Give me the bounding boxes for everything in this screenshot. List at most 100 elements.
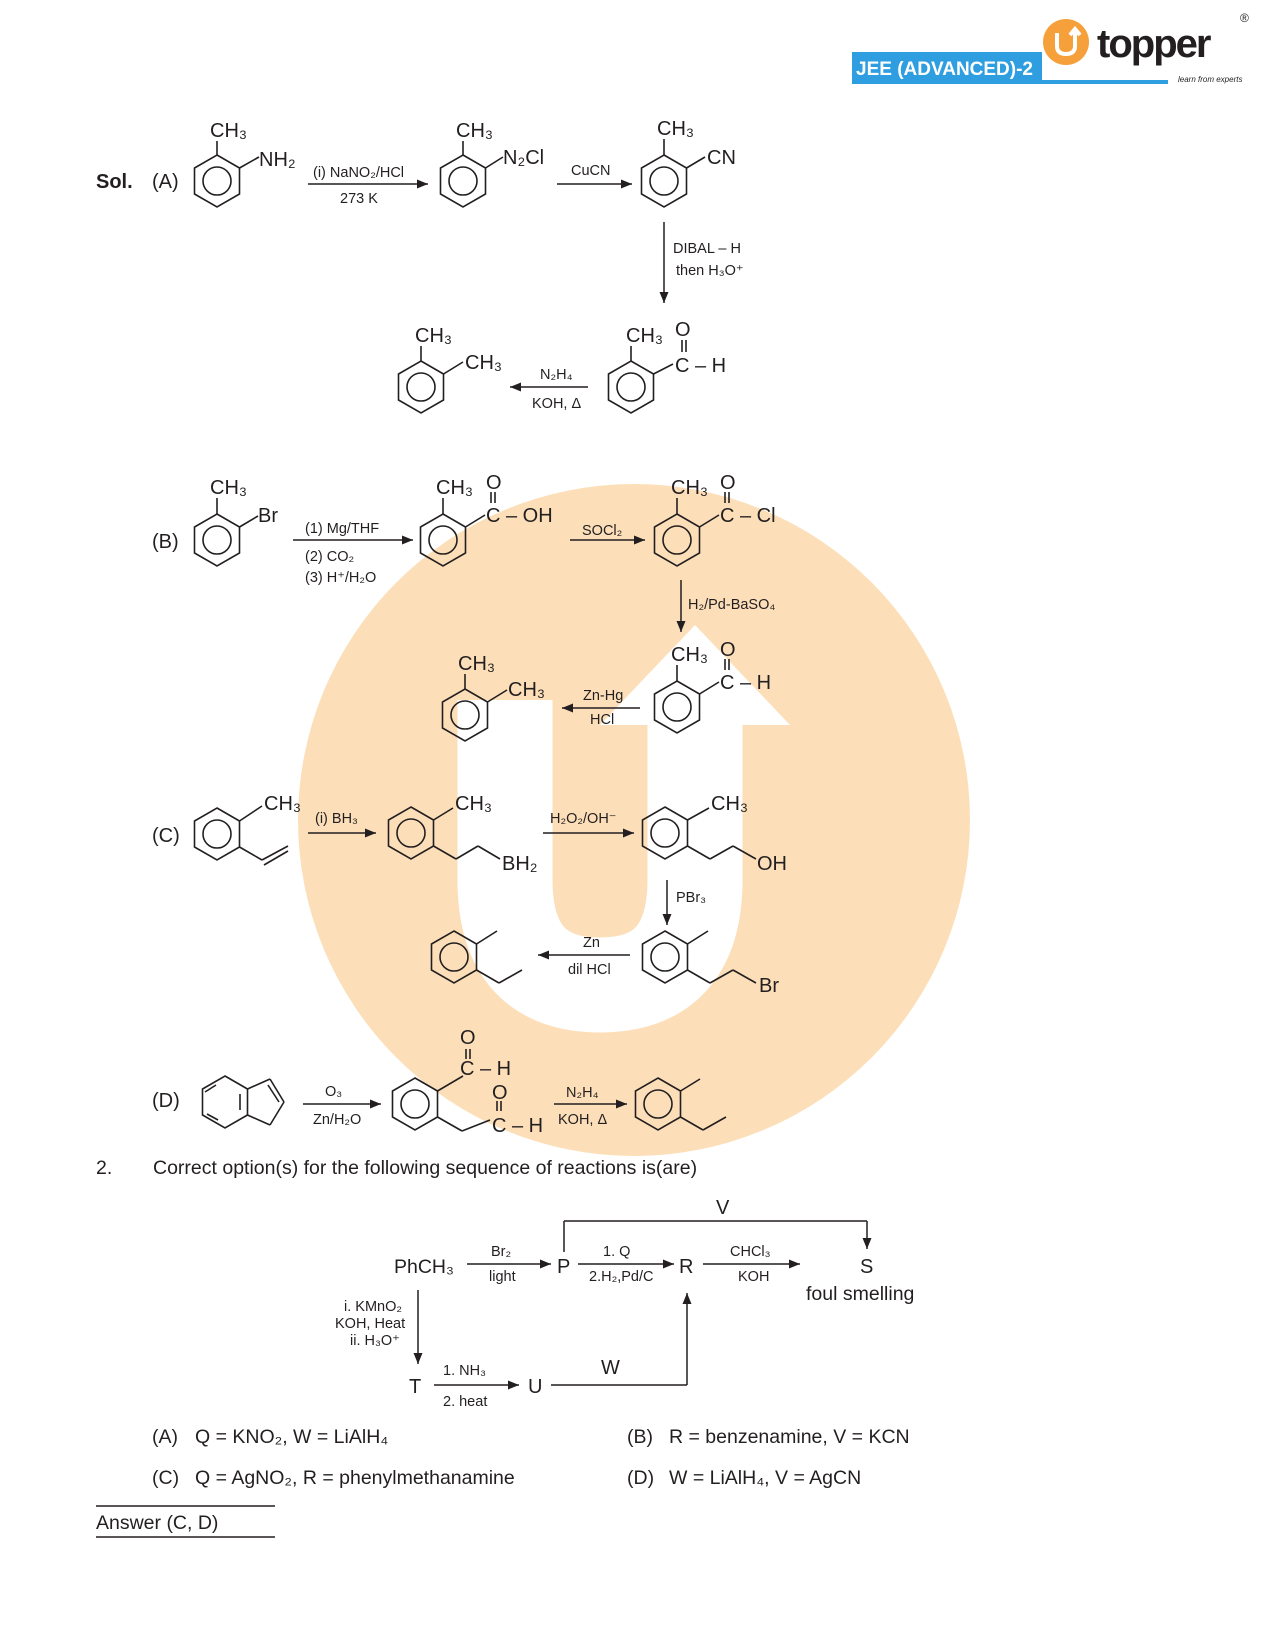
a-reagent-1-bottom: 273 K bbox=[340, 191, 378, 207]
watermark-logo bbox=[298, 484, 970, 1156]
c-reagent-2: H₂O₂/OH⁻ bbox=[550, 811, 616, 827]
bond bbox=[247, 1078, 271, 1090]
b-ch3-4: CH₃ bbox=[671, 644, 708, 666]
bond bbox=[687, 930, 709, 945]
bond bbox=[239, 846, 263, 861]
aromatic-circle bbox=[448, 166, 478, 196]
logo-icon bbox=[1043, 19, 1089, 65]
benzene-ring bbox=[193, 807, 241, 861]
scheme-q: 1. Q bbox=[603, 1244, 630, 1260]
bond bbox=[653, 363, 674, 375]
bond bbox=[269, 1078, 285, 1103]
arrow-head bbox=[663, 1259, 674, 1269]
arrow-head bbox=[365, 828, 376, 838]
scheme-koh-heat: KOH, Heat bbox=[335, 1316, 405, 1332]
scheme-br2: Br₂ bbox=[491, 1244, 511, 1260]
benzene-ring bbox=[640, 154, 688, 208]
bond bbox=[239, 156, 260, 169]
bond bbox=[443, 361, 464, 375]
c-ch3-2: CH₃ bbox=[455, 793, 492, 815]
bond bbox=[263, 850, 289, 866]
answer-text: Answer (C, D) bbox=[96, 1512, 218, 1534]
a-ch3-4: CH₃ bbox=[626, 325, 663, 347]
scheme-light: light bbox=[489, 1269, 516, 1285]
bond bbox=[709, 969, 734, 984]
a-n2cl: N₂Cl bbox=[503, 147, 544, 169]
aromatic-circle bbox=[202, 819, 232, 849]
aromatic-circle bbox=[396, 818, 426, 848]
logo-tagline: learn from experts bbox=[1178, 75, 1242, 84]
scheme-r: R bbox=[679, 1256, 693, 1278]
d-o-2: O bbox=[492, 1082, 508, 1104]
arrow-head bbox=[662, 914, 672, 925]
aromatic-circle bbox=[662, 525, 692, 555]
option-a-label: (A) bbox=[152, 1426, 178, 1448]
bond bbox=[709, 845, 734, 860]
question-text: Correct option(s) for the following sequ… bbox=[153, 1157, 697, 1179]
reaction-scheme: PhCH₃ Br₂ light P 1. Q 2.H₂,Pd/C R CHCl₃… bbox=[335, 1197, 914, 1410]
arrow-head bbox=[510, 382, 521, 392]
a-ch3-6: CH₃ bbox=[465, 352, 502, 374]
arrow-head bbox=[634, 535, 645, 545]
c-ch3-1: CH₃ bbox=[264, 793, 301, 815]
arrow-head bbox=[417, 179, 428, 189]
arrow-head bbox=[413, 1353, 423, 1364]
benzene-ring bbox=[439, 154, 487, 208]
arrow-head bbox=[659, 292, 669, 303]
bond bbox=[204, 1084, 217, 1093]
bond bbox=[437, 1075, 464, 1092]
benzene-ring bbox=[193, 154, 241, 208]
option-a-text: Q = KNO₂, W = LiAlH₄ bbox=[195, 1426, 388, 1448]
b-ch3-1: CH₃ bbox=[210, 477, 247, 499]
c-reagent-1: (i) BH₃ bbox=[315, 811, 358, 827]
b-o-2: O bbox=[720, 472, 736, 494]
arrow-head bbox=[623, 828, 634, 838]
aromatic-circle bbox=[400, 1089, 430, 1119]
arrow-head bbox=[616, 1099, 627, 1109]
reaction-arrows bbox=[293, 179, 872, 1390]
a-ch3-3: CH₃ bbox=[657, 118, 694, 140]
d-reagent-2-top: N₂H₄ bbox=[566, 1085, 599, 1101]
scheme-w: W bbox=[601, 1357, 620, 1379]
a-reagent-4-top: N₂H₄ bbox=[540, 367, 573, 383]
aromatic-circle bbox=[202, 525, 232, 555]
chemical-structures bbox=[193, 139, 757, 1132]
scheme-h2: 2.H₂,Pd/C bbox=[589, 1269, 653, 1285]
b-cocl: C – Cl bbox=[720, 505, 776, 527]
bond bbox=[732, 845, 757, 860]
b-ch3-3: CH₃ bbox=[671, 477, 708, 499]
scheme-u: U bbox=[528, 1376, 542, 1398]
arrow-head bbox=[402, 535, 413, 545]
c-br: Br bbox=[759, 975, 779, 997]
a-reagent-3-bottom: then H₃O⁺ bbox=[676, 263, 744, 279]
scheme-v: V bbox=[716, 1197, 730, 1219]
scheme-t: T bbox=[409, 1376, 421, 1398]
bond bbox=[498, 969, 523, 984]
b-aldehyde: C – H bbox=[720, 672, 771, 694]
bond bbox=[433, 807, 454, 821]
bond bbox=[461, 1119, 491, 1132]
b-reagent-1-3: (3) H⁺/H₂O bbox=[305, 570, 376, 586]
b-o-3: O bbox=[720, 639, 736, 661]
bond bbox=[239, 515, 259, 528]
bond bbox=[437, 1116, 463, 1132]
bond bbox=[487, 689, 508, 703]
b-reagent-1-1: (1) Mg/THF bbox=[305, 521, 379, 537]
logo-text: topper bbox=[1097, 22, 1211, 66]
bond bbox=[687, 969, 711, 984]
bond bbox=[477, 845, 501, 860]
d-reagent-2-bottom: KOH, Δ bbox=[558, 1112, 607, 1128]
scheme-nh3: 1. NH₃ bbox=[443, 1363, 486, 1379]
bond bbox=[699, 681, 720, 695]
c-bh2: BH₂ bbox=[502, 853, 538, 875]
scheme-koh: KOH bbox=[738, 1269, 769, 1285]
b-reagent-2: SOCl₂ bbox=[582, 523, 622, 539]
scheme-kmno2: i. KMnO₂ bbox=[344, 1299, 402, 1315]
c-oh: OH bbox=[757, 853, 787, 875]
aromatic-circle bbox=[643, 1089, 673, 1119]
a-ch3-5: CH₃ bbox=[415, 325, 452, 347]
bond bbox=[476, 930, 498, 945]
bond bbox=[239, 805, 263, 822]
part-a-label: (A) bbox=[152, 171, 179, 193]
